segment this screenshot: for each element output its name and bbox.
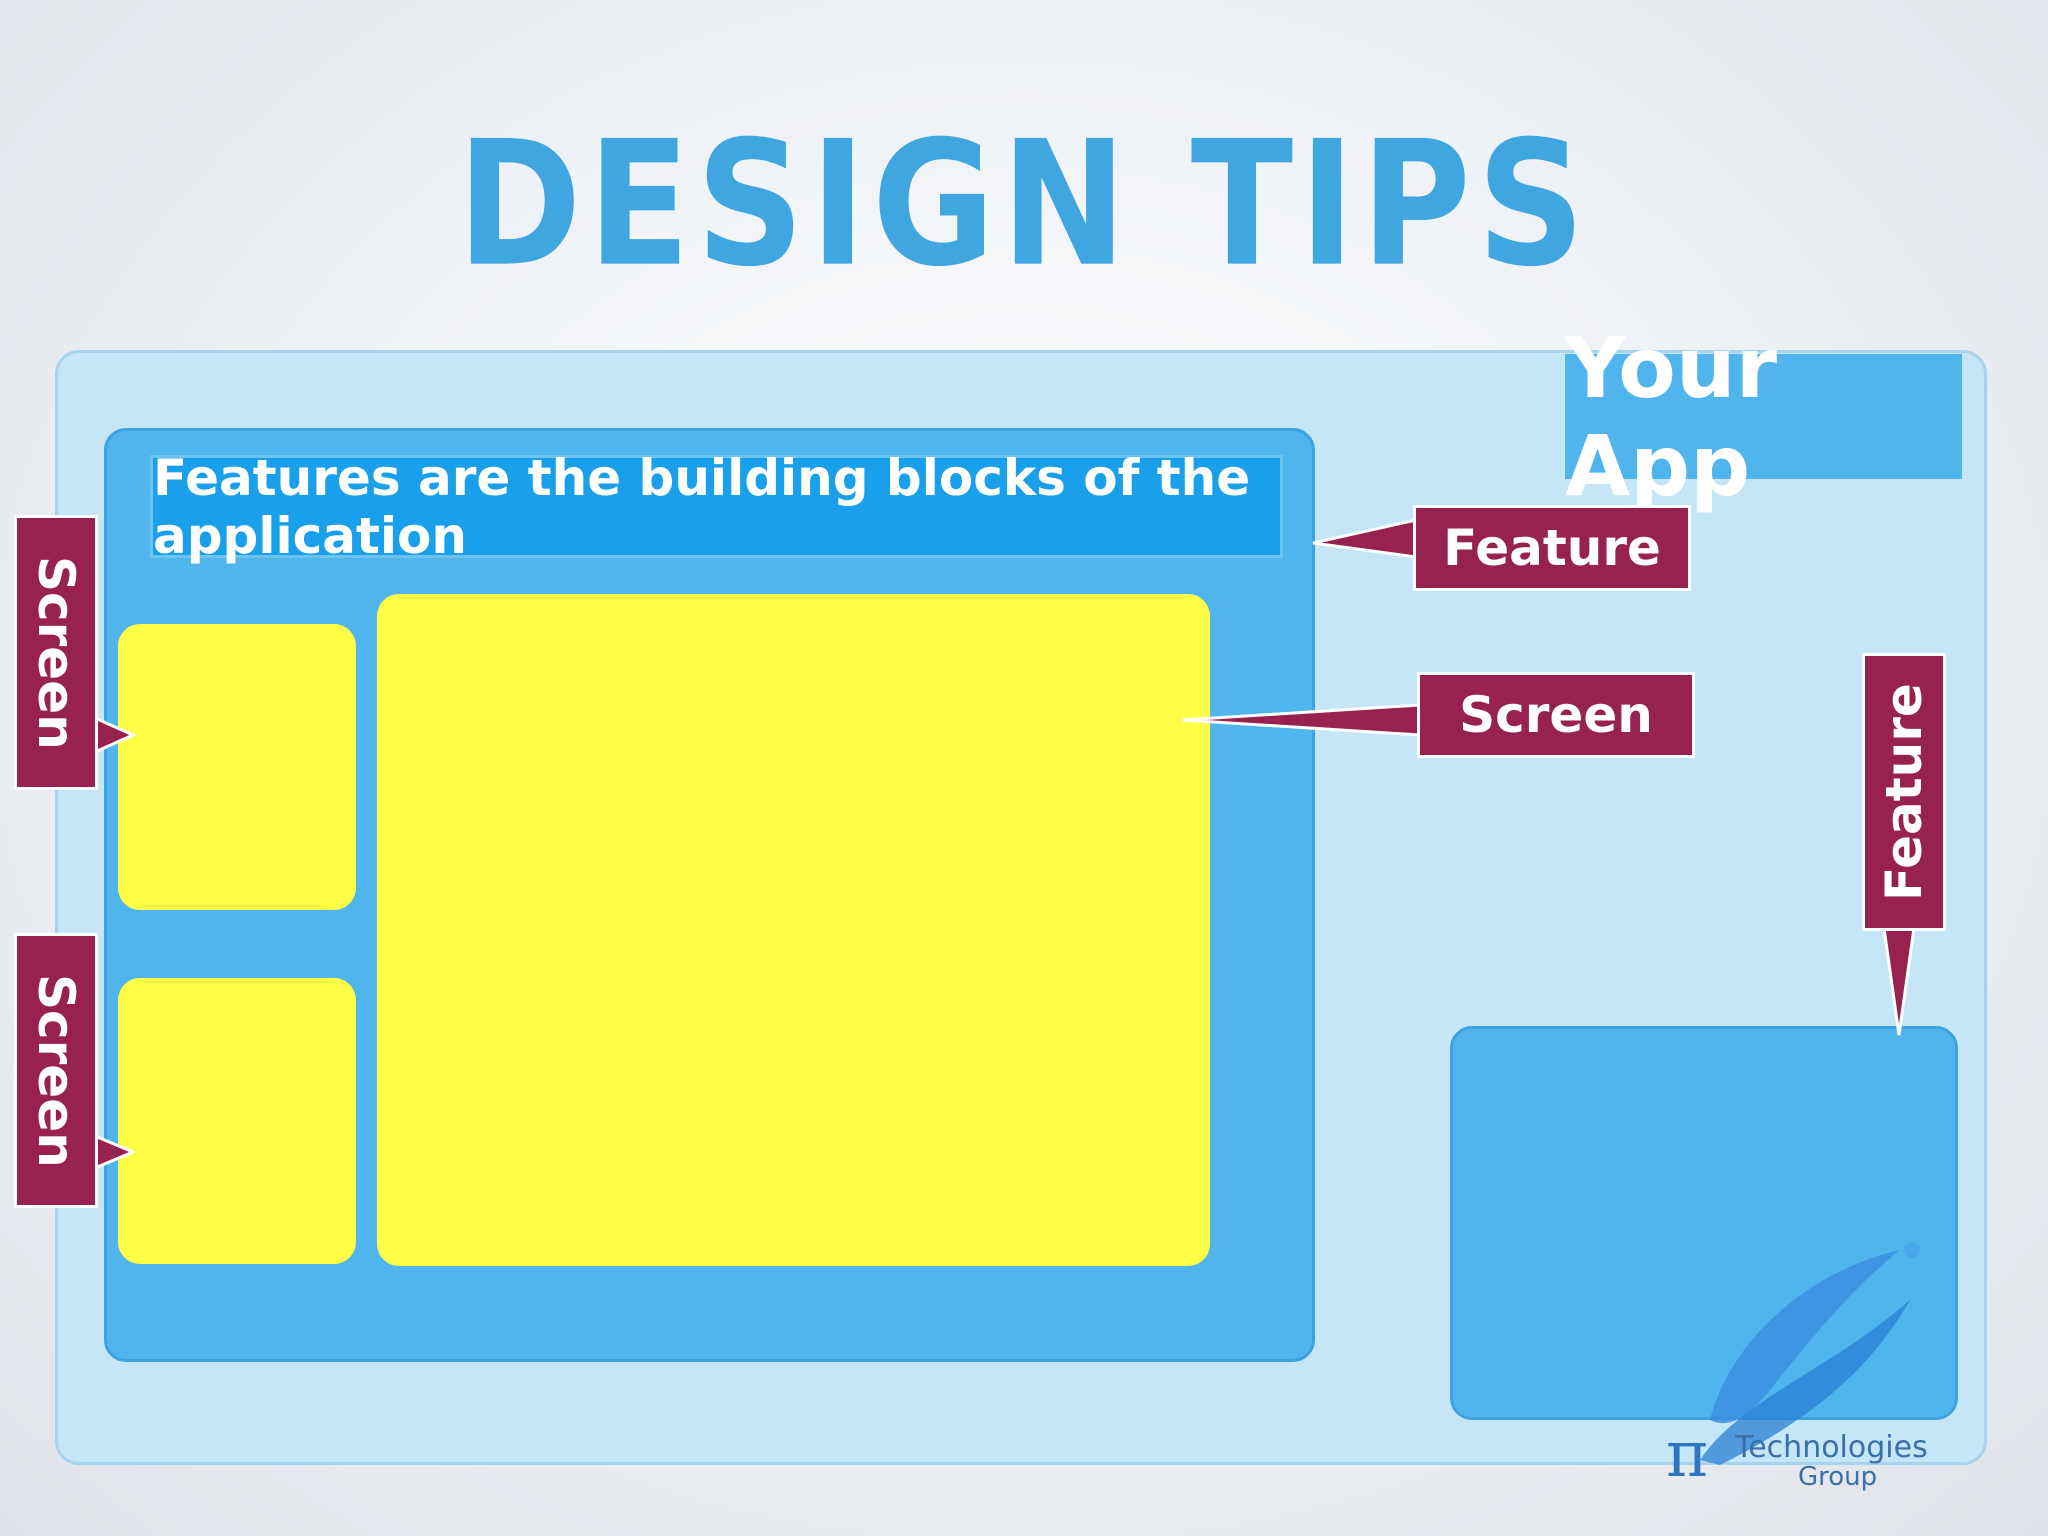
pointer-screen-right — [1182, 703, 1422, 737]
logo-swoosh-icon — [1700, 1242, 1920, 1465]
screen-block-large — [377, 594, 1210, 1266]
screen-block-small-bottom — [118, 978, 356, 1264]
callout-screen-left-top: Screen — [14, 515, 98, 790]
logo-text-technologies: Technologies — [1735, 1430, 1928, 1465]
callout-screen-left-bottom: Screen — [14, 933, 98, 1208]
logo-pi-symbol: π — [1666, 1418, 1709, 1492]
screen-block-small-top — [118, 624, 356, 910]
logo-text-group: Group — [1798, 1462, 1878, 1492]
callout-screen-right: Screen — [1417, 672, 1695, 758]
callout-feature-right: Feature — [1862, 653, 1946, 931]
pointer-feature-right — [1882, 926, 1916, 1036]
feature-banner: Features are the building blocks of the … — [150, 449, 1283, 565]
pointer-screen-left-1 — [93, 715, 137, 755]
side-feature-block — [1450, 1026, 1958, 1420]
pointer-feature-top — [1312, 518, 1418, 559]
pointer-screen-left-2 — [93, 1133, 137, 1171]
page-title: DESIGN TIPS — [457, 104, 1591, 306]
callout-feature-top: Feature — [1413, 505, 1691, 591]
